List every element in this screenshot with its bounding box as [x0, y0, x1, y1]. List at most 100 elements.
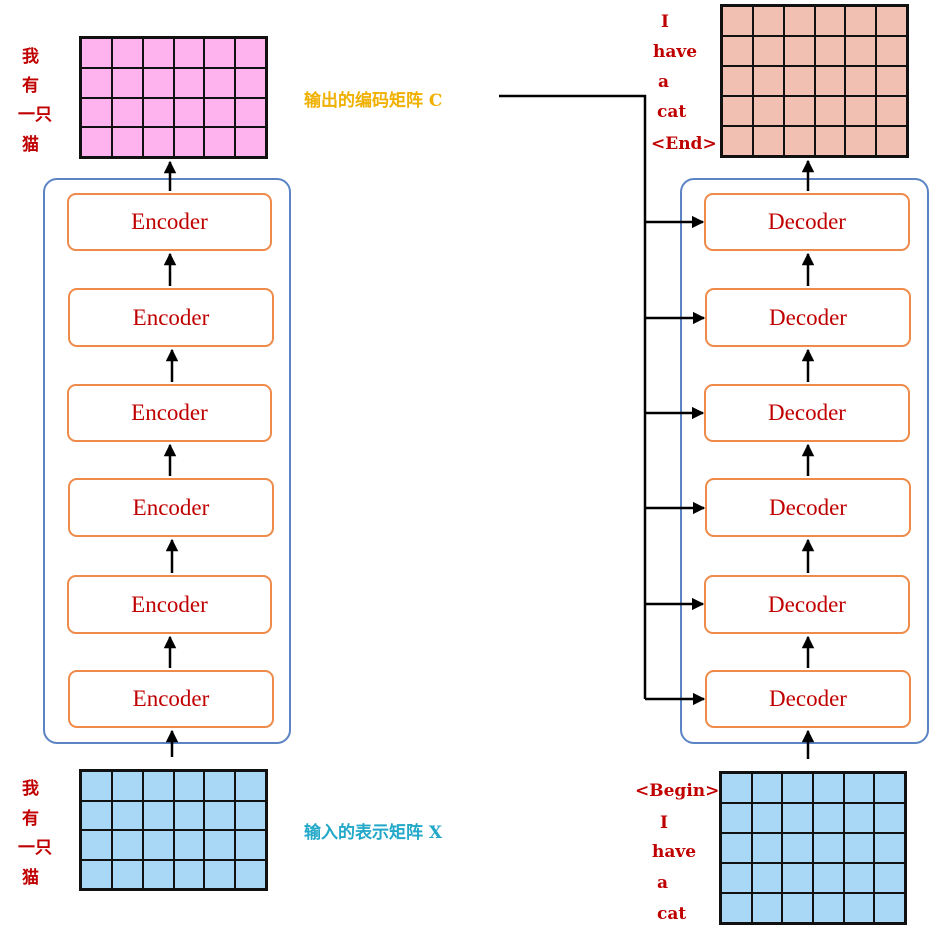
matrix-cell: [235, 800, 266, 830]
matrix-cell: [752, 66, 784, 96]
encoder-block: Encoder: [67, 384, 272, 442]
matrix-cell: [81, 771, 112, 801]
token-label: 一只: [18, 105, 52, 125]
matrix-cell: [845, 126, 877, 156]
matrix-cell: [722, 66, 753, 96]
matrix-cell: [235, 859, 266, 889]
matrix-cell: [81, 97, 112, 128]
matrix-cell: [204, 38, 236, 68]
matrix-cell: [812, 773, 844, 803]
token-label: 我: [22, 47, 39, 67]
matrix-cell: [204, 800, 236, 830]
matrix-cell: [81, 859, 112, 889]
matrix-cell: [173, 771, 205, 801]
decoder-output-matrix: [720, 4, 909, 158]
matrix-cell: [142, 800, 174, 830]
matrix-cell: [874, 773, 905, 803]
matrix-cell: [812, 833, 844, 863]
matrix-cell: [783, 96, 815, 126]
matrix-cell: [783, 36, 815, 66]
encoder-block-label: Encoder: [131, 400, 208, 425]
token-label: <Begin>: [635, 781, 720, 801]
matrix-cell: [173, 38, 205, 68]
encoder-block-label: Encoder: [131, 591, 208, 617]
matrix-cell: [783, 126, 815, 156]
matrix-cell: [722, 96, 753, 126]
decoder-block-label: Decoder: [768, 400, 846, 425]
matrix-cell: [874, 833, 905, 863]
token-label: a: [657, 873, 669, 893]
encoder-block-label: Encoder: [132, 494, 210, 520]
matrix-cell: [111, 127, 143, 157]
matrix-cell: [235, 67, 266, 98]
decoder-block: Decoder: [704, 384, 910, 442]
matrix-cell: [173, 859, 205, 889]
matrix-cell: [845, 36, 877, 66]
encoder-block-label: Encoder: [131, 209, 208, 234]
matrix-cell: [173, 800, 205, 830]
matrix-cell: [751, 803, 783, 833]
matrix-cell: [173, 67, 205, 98]
token-label: 猫: [22, 135, 39, 155]
matrix-cell: [722, 6, 753, 36]
input-matrix-x: [79, 769, 268, 891]
matrix-cell: [142, 67, 174, 98]
matrix-cell: [843, 833, 875, 863]
token-label: 一只: [18, 838, 52, 858]
matrix-cell: [235, 830, 266, 860]
encoder-block-label: Encoder: [132, 686, 210, 711]
token-label: cat: [657, 102, 687, 122]
matrix-cell: [111, 771, 143, 801]
matrix-cell: [812, 893, 844, 923]
matrix-cell: [721, 773, 752, 803]
matrix-cell: [722, 36, 753, 66]
matrix-cell: [751, 893, 783, 923]
token-label: I: [661, 12, 669, 32]
matrix-cell: [843, 893, 875, 923]
matrix-cell: [142, 830, 174, 860]
matrix-cell: [235, 38, 266, 68]
token-label: 我: [22, 779, 39, 799]
matrix-cell: [812, 863, 844, 893]
encoder-block: Encoder: [67, 575, 272, 634]
matrix-cell: [111, 97, 143, 128]
matrix-cell: [173, 127, 205, 157]
matrix-cell: [782, 863, 813, 893]
matrix-cell: [814, 66, 846, 96]
matrix-cell: [782, 773, 813, 803]
encoder-block: Encoder: [68, 288, 274, 347]
matrix-cell: [845, 6, 877, 36]
matrix-cell: [142, 771, 174, 801]
matrix-cell: [751, 863, 783, 893]
input-matrix-caption: 输入的表示矩阵 X: [304, 823, 443, 843]
matrix-cell: [204, 859, 236, 889]
matrix-cell: [874, 893, 905, 923]
decoder-block-label: Decoder: [769, 304, 847, 330]
token-label: have: [653, 42, 698, 62]
matrix-cell: [782, 893, 813, 923]
matrix-cell: [722, 126, 753, 156]
matrix-cell: [721, 893, 752, 923]
encoder-block: Encoder: [68, 478, 274, 537]
token-label: <End>: [651, 134, 717, 154]
matrix-cell: [81, 127, 112, 157]
matrix-cell: [142, 38, 174, 68]
decoder-block: Decoder: [705, 670, 911, 728]
matrix-cell: [782, 833, 813, 863]
matrix-cell: [874, 863, 905, 893]
matrix-cell: [173, 830, 205, 860]
matrix-cell: [204, 771, 236, 801]
matrix-cell: [81, 830, 112, 860]
matrix-cell: [111, 38, 143, 68]
matrix-cell: [173, 97, 205, 128]
matrix-cell: [111, 830, 143, 860]
encoder-stack-container: [43, 178, 291, 744]
encoder-block: Encoder: [68, 670, 274, 728]
decoder-block-label: Decoder: [768, 209, 846, 234]
matrix-cell: [814, 6, 846, 36]
decoder-block: Decoder: [704, 193, 910, 251]
matrix-cell: [843, 773, 875, 803]
matrix-cell: [81, 38, 112, 68]
token-label: 有: [22, 809, 39, 829]
matrix-cell: [752, 126, 784, 156]
